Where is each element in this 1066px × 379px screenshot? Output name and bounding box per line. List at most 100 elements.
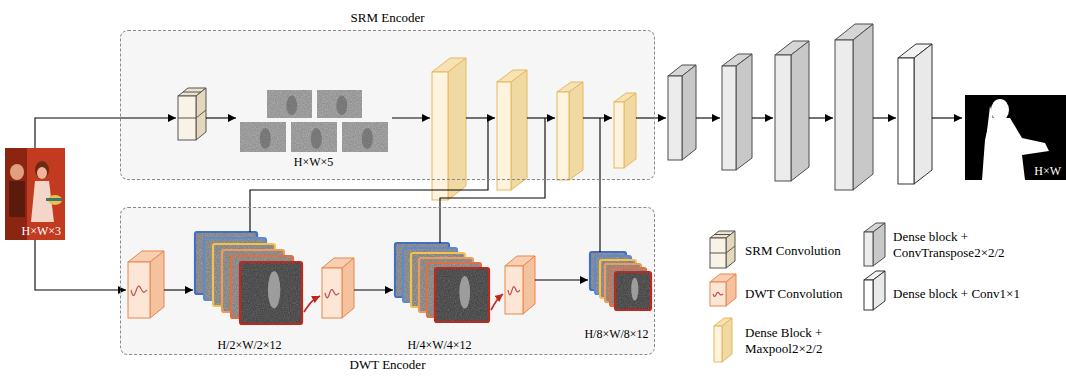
block-front — [710, 282, 726, 306]
subband-ground — [435, 268, 489, 322]
dimension-label: H×W×5 — [294, 155, 334, 169]
wavelet-stack — [590, 252, 651, 310]
block-front — [710, 238, 726, 268]
flow-arrow — [696, 117, 720, 118]
noise-maps — [240, 90, 388, 152]
flow-arrow — [636, 117, 666, 118]
flow-arrow — [164, 289, 193, 290]
wavelet-stack — [195, 232, 302, 324]
legend-icons — [710, 223, 885, 362]
wavelet-output: H/2×W/2×12 — [190, 228, 310, 353]
subband-texture — [435, 268, 489, 322]
mask-silhouette — [991, 99, 1009, 121]
block-divider — [178, 118, 196, 119]
dense-maxpool-block — [432, 58, 466, 200]
wavelet-symbol — [713, 292, 723, 296]
wavelet-output: H/4×W/4×12 — [385, 238, 495, 353]
flow-arrow — [809, 117, 833, 118]
noise-map — [291, 122, 337, 152]
legend-dwt-block — [710, 274, 736, 306]
srm-convolution-block — [178, 88, 206, 140]
legend-maxpool-block — [714, 318, 732, 362]
noise-ground — [317, 90, 362, 118]
noise-map — [342, 122, 388, 152]
legend-text: Dense block + ConvTranspose2×2/2 — [893, 229, 1005, 260]
block-divider — [715, 234, 731, 235]
block-side — [511, 70, 527, 190]
wavelet-symbol — [131, 286, 147, 295]
input-photo — [5, 148, 65, 240]
dense-maxpool-block — [497, 70, 527, 190]
block-front — [178, 96, 196, 140]
flow-arrow — [873, 117, 896, 118]
block-side — [791, 41, 809, 181]
photo-figure — [35, 161, 49, 179]
block-divider — [196, 110, 206, 118]
photo-figure — [37, 167, 47, 179]
legend-transpose-block — [864, 223, 885, 266]
subband-frame — [615, 272, 651, 310]
noise-ground — [291, 122, 337, 152]
block-divider — [710, 253, 726, 254]
block-front — [835, 40, 853, 190]
wavelet-stack — [395, 243, 489, 322]
feature-maps: H×W×5 — [238, 88, 390, 170]
noise-silhouette — [260, 128, 271, 149]
mask-silhouette — [986, 106, 994, 140]
flow-arrow — [752, 117, 773, 118]
noise-texture — [317, 90, 362, 118]
noise-silhouette — [362, 128, 373, 149]
dimension-label: H/2×W/2×12 — [217, 338, 281, 352]
panel-ground — [120, 30, 655, 180]
dense-maxpool-block — [614, 93, 636, 168]
block-side — [914, 44, 932, 184]
output-mask-image — [965, 95, 1066, 180]
flow-arrow — [35, 240, 126, 290]
dwt-convolution-block — [322, 258, 354, 318]
noise-map — [240, 122, 286, 152]
flow-arrow — [354, 289, 393, 290]
encoder-panel: DWT EncoderH/2×W/2×12H/4×W/4×12H/8×W/8×1… — [120, 207, 655, 355]
dense-conv1x1-block — [898, 44, 932, 184]
flow-arrow — [583, 117, 612, 118]
block-front — [128, 262, 150, 318]
artwork — [5, 24, 1066, 362]
flow-arrow — [491, 294, 503, 310]
block-side — [873, 271, 885, 310]
block-side — [726, 231, 735, 268]
flow-arrow — [392, 117, 430, 118]
legend-icon — [714, 318, 732, 362]
noise-silhouette — [336, 96, 347, 116]
block-divider — [726, 246, 735, 253]
block-side — [853, 24, 873, 190]
wavelet-symbol — [325, 290, 339, 298]
block-side — [448, 58, 466, 200]
flow-arrow — [304, 296, 320, 312]
flow-arrow — [35, 118, 176, 148]
block-front — [557, 92, 569, 180]
block-front — [714, 326, 722, 362]
legend-icon — [864, 271, 885, 310]
encoder-panel: SRM EncoderH×W×5 — [120, 30, 655, 180]
noise-silhouette — [311, 128, 322, 149]
dimension-label: H/8×W/8×12 — [584, 327, 648, 341]
block-side — [523, 256, 535, 314]
flow-arrow — [535, 279, 588, 280]
subband-figure — [631, 278, 638, 301]
legend-icon — [710, 231, 735, 268]
panel-title: SRM Encoder — [350, 10, 424, 26]
skip-connection — [440, 118, 545, 243]
input-image: H×W×3 — [5, 148, 65, 240]
noise-texture — [267, 90, 312, 118]
subband-texture — [240, 262, 302, 324]
block-side — [150, 251, 164, 318]
noise-ground — [267, 90, 312, 118]
legend-item: Dense Block + Maxpool2×2/2 — [745, 325, 857, 358]
photo-ground — [5, 148, 65, 240]
wavelet-output: H/8×W/8×12 — [572, 248, 662, 348]
block-side — [569, 82, 583, 180]
subband-figure — [459, 276, 470, 308]
noise-texture — [342, 122, 388, 152]
